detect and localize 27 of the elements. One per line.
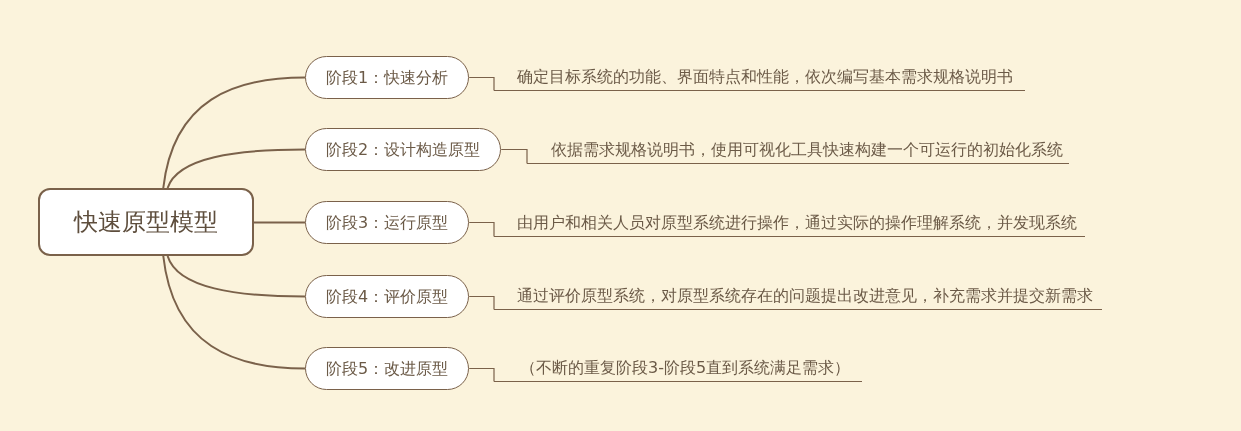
branch-connector — [468, 221, 495, 238]
stage-description: 通过评价原型系统，对原型系统存在的问题提出改进意见，补充需求并提交新需求 — [517, 285, 1093, 306]
stage-label: 阶段3：运行原型 — [326, 212, 449, 233]
central-topic-text: 快速原型模型 — [74, 207, 218, 237]
branch-connector — [500, 148, 528, 165]
branch-connector — [166, 148, 306, 189]
stage-description: （不断的重复阶段3-阶段5直到系统满足需求） — [520, 357, 851, 378]
stage-label: 阶段1：快速分析 — [326, 67, 449, 88]
stage-pill — [305, 201, 470, 244]
branch-connector — [162, 76, 306, 189]
stage-description: 确定目标系统的功能、界面特点和性能，依次编写基本需求规格说明书 — [517, 66, 1013, 87]
branch-connector — [166, 255, 306, 298]
stage-label: 阶段2：设计构造原型 — [326, 139, 481, 160]
branch-connector — [253, 221, 306, 224]
branch-connector — [162, 255, 306, 370]
stage-label: 阶段4：评价原型 — [326, 286, 449, 307]
stage-description: 依据需求规格说明书，使用可视化工具快速构建一个可运行的初始化系统 — [551, 139, 1063, 160]
stage-pill — [305, 347, 470, 390]
branch-connector — [468, 76, 495, 92]
stage-pill — [305, 56, 470, 99]
stage-label: 阶段5：改进原型 — [326, 358, 449, 379]
stage-description: 由用户和相关人员对原型系统进行操作，通过实际的操作理解系统，并发现系统 — [517, 212, 1077, 233]
branch-connector — [468, 367, 495, 383]
branch-connector — [468, 295, 495, 311]
stage-pill — [305, 275, 470, 318]
central-topic-box — [38, 188, 254, 256]
stage-pill — [305, 128, 502, 171]
